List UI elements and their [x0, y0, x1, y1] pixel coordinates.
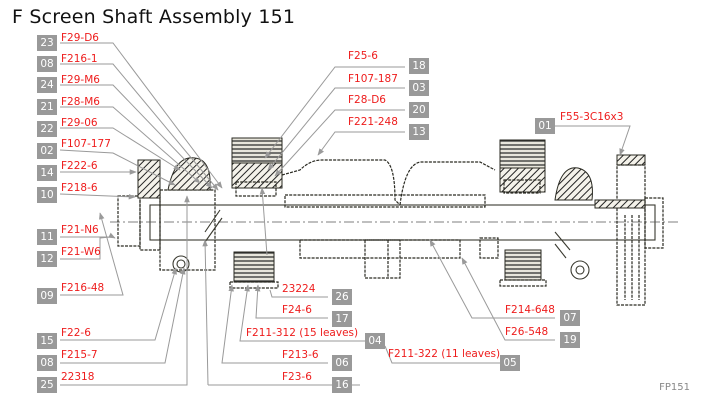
- part-label[interactable]: F28-D6: [348, 94, 386, 106]
- callout-number: 01: [535, 118, 555, 134]
- callout-number: 10: [37, 187, 57, 203]
- callout-number: 16: [332, 377, 352, 393]
- part-label[interactable]: 23224: [282, 283, 316, 295]
- part-label[interactable]: F218-6: [61, 182, 98, 194]
- part-label[interactable]: F23-6: [282, 371, 312, 383]
- callout-number: 02: [37, 143, 57, 159]
- part-label[interactable]: 22318: [61, 371, 95, 383]
- part-label[interactable]: F107-187: [348, 73, 398, 85]
- part-label[interactable]: F29-M6: [61, 74, 100, 86]
- callout-number: 23: [37, 35, 57, 51]
- part-label[interactable]: F222-6: [61, 160, 98, 172]
- part-label[interactable]: F26-548: [505, 326, 549, 338]
- callout-number: 22: [37, 121, 57, 137]
- callout-number: 08: [37, 355, 57, 371]
- part-label[interactable]: F221-248: [348, 116, 398, 128]
- part-label[interactable]: F213-6: [282, 349, 319, 361]
- callout-number: 03: [409, 80, 429, 96]
- callout-number: 25: [37, 377, 57, 393]
- callout-number: 04: [365, 333, 385, 349]
- leader-lines: [59, 42, 631, 386]
- part-label[interactable]: F216-1: [61, 53, 98, 65]
- part-label[interactable]: F211-312 (15 leaves): [246, 327, 359, 339]
- callout-number: 18: [409, 58, 429, 74]
- callout-number: 09: [37, 288, 57, 304]
- callout-number: 14: [37, 165, 57, 181]
- callout-number: 24: [37, 77, 57, 93]
- callout-number: 08: [37, 56, 57, 72]
- part-label[interactable]: F29-06: [61, 117, 98, 129]
- callout-number: 20: [409, 102, 429, 118]
- callout-number: 12: [37, 251, 57, 267]
- callout-number: 07: [560, 310, 580, 326]
- part-label[interactable]: F24-6: [282, 304, 312, 316]
- callout-number: 13: [409, 124, 429, 140]
- part-label[interactable]: F21-W6: [61, 246, 101, 258]
- figure-code: FP151: [659, 382, 690, 393]
- callout-number: 17: [332, 311, 352, 327]
- part-label[interactable]: F28-M6: [61, 96, 100, 108]
- callout-number: 15: [37, 333, 57, 349]
- part-label[interactable]: F216-48: [61, 282, 105, 294]
- callout-number: 06: [332, 355, 352, 371]
- part-label[interactable]: F22-6: [61, 327, 91, 339]
- page-title: F Screen Shaft Assembly 151: [12, 6, 296, 28]
- part-label[interactable]: F214-648: [505, 304, 555, 316]
- callout-number: 11: [37, 229, 57, 245]
- part-label[interactable]: F211-322 (11 leaves): [388, 348, 501, 360]
- part-label[interactable]: F21-N6: [61, 224, 99, 236]
- part-label[interactable]: F25-6: [348, 50, 378, 62]
- part-label[interactable]: F215-7: [61, 349, 98, 361]
- part-label[interactable]: F29-D6: [61, 32, 99, 44]
- callout-number: 19: [560, 332, 580, 348]
- callout-number: 21: [37, 99, 57, 115]
- part-label[interactable]: F107-177: [61, 138, 111, 150]
- part-label[interactable]: F55-3C16x3: [560, 111, 624, 123]
- callout-number: 26: [332, 289, 352, 305]
- callout-number: 05: [500, 355, 520, 371]
